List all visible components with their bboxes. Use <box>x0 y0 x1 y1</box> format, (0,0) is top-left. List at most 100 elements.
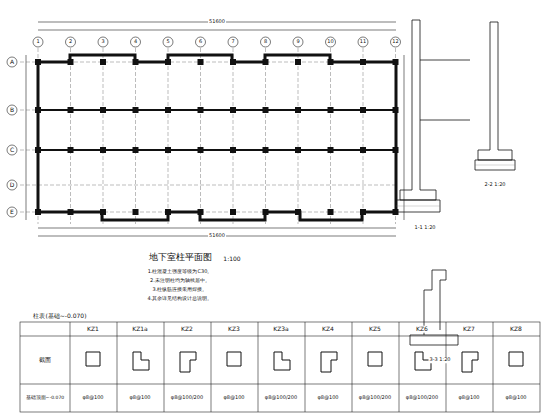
column <box>360 209 366 215</box>
grid-line <box>70 48 71 224</box>
column <box>295 59 301 65</box>
drawing-title: 地下室柱平面图 <box>148 253 213 263</box>
column <box>295 147 301 153</box>
column <box>35 147 41 153</box>
note: 1.柱混凝土强度等级为C30。 <box>147 269 214 275</box>
grid-line <box>363 48 364 224</box>
grid-letter: B <box>9 107 15 114</box>
grid-bubble <box>66 37 76 47</box>
table-rule <box>493 322 494 412</box>
section-title: 1-1 1:20 <box>414 225 437 231</box>
section-title: 3-3 1:20 <box>429 357 452 363</box>
grid-bubble <box>358 37 368 47</box>
column-mark: KZ2 <box>180 326 194 333</box>
column <box>165 59 171 65</box>
rebar-spec: φ8@100/200 <box>170 395 204 401</box>
table-rule <box>305 322 306 412</box>
column-section <box>274 352 290 370</box>
grid-bubble <box>326 37 336 47</box>
column-mark: KZ6 <box>415 326 429 333</box>
column <box>100 107 106 113</box>
column-mark: KZ4 <box>321 326 335 333</box>
column <box>263 107 269 113</box>
column <box>328 209 334 215</box>
grid-bubble <box>163 37 173 47</box>
grid-bubble <box>131 37 141 47</box>
column <box>393 147 399 153</box>
column-mark: KZ5 <box>368 326 382 333</box>
note: 2.未注明柱均为轴线居中。 <box>149 278 211 284</box>
rebar-spec: φ8@100 <box>504 395 527 401</box>
table-header: 柱表(基础~-0.070) <box>32 313 87 320</box>
grid-number: 1 <box>35 39 40 45</box>
table-rule <box>70 322 71 412</box>
scale: 1:100 <box>222 256 241 263</box>
column <box>230 59 236 65</box>
column-mark: KZ1a <box>131 326 149 333</box>
column <box>68 59 74 65</box>
column-mark: KZ7 <box>462 326 476 333</box>
grid-number: 3 <box>100 39 105 45</box>
column-section <box>462 352 478 372</box>
column <box>230 209 236 215</box>
dimension: 51600 <box>208 19 226 25</box>
grid-line <box>168 48 169 224</box>
grid-number: 7 <box>230 39 235 45</box>
column-section <box>180 352 196 372</box>
grid-line <box>265 48 266 224</box>
grid-line <box>200 48 201 224</box>
grid-bubble <box>7 105 17 115</box>
grid-bubble <box>98 37 108 47</box>
column <box>133 209 139 215</box>
column <box>230 107 236 113</box>
grid-bubble <box>196 37 206 47</box>
column <box>35 209 41 215</box>
grid-number: 6 <box>198 39 203 45</box>
table-rule <box>258 322 259 412</box>
column <box>360 147 366 153</box>
note: 4.其余详见结构设计总说明。 <box>147 296 214 302</box>
grid-line <box>298 48 299 224</box>
grid-number: 8 <box>263 39 268 45</box>
table-header: 截面 <box>38 357 52 364</box>
column-mark: KZ3a <box>272 326 290 333</box>
column <box>35 59 41 65</box>
grid-number: 9 <box>295 39 300 45</box>
column <box>165 107 171 113</box>
column <box>68 209 74 215</box>
grid-line <box>135 48 136 224</box>
column <box>360 107 366 113</box>
column <box>263 209 269 215</box>
section-title: 2-2 1:20 <box>484 182 507 188</box>
rebar-spec: φ8@100 <box>316 395 339 401</box>
grid-number: 2 <box>68 39 73 45</box>
dimension: 51600 <box>208 233 226 239</box>
column <box>198 59 204 65</box>
column-section <box>368 352 382 366</box>
column <box>100 147 106 153</box>
column <box>68 147 74 153</box>
column <box>100 59 106 65</box>
column <box>133 107 139 113</box>
column <box>35 107 41 113</box>
column <box>165 209 171 215</box>
grid-line <box>20 185 398 186</box>
grid-letter: A <box>9 59 15 66</box>
column <box>198 209 204 215</box>
column <box>165 147 171 153</box>
column <box>328 107 334 113</box>
column <box>328 59 334 65</box>
column <box>393 59 399 65</box>
grid-bubble <box>33 37 43 47</box>
grid-number: 5 <box>165 39 170 45</box>
column-section <box>321 352 337 372</box>
grid-bubble <box>7 180 17 190</box>
grid-letter: D <box>9 182 16 189</box>
table-rule <box>446 322 447 412</box>
column <box>100 209 106 215</box>
grid-line <box>20 150 398 151</box>
grid-line <box>330 48 331 224</box>
grid-bubble <box>7 57 17 67</box>
grid-bubble <box>293 37 303 47</box>
